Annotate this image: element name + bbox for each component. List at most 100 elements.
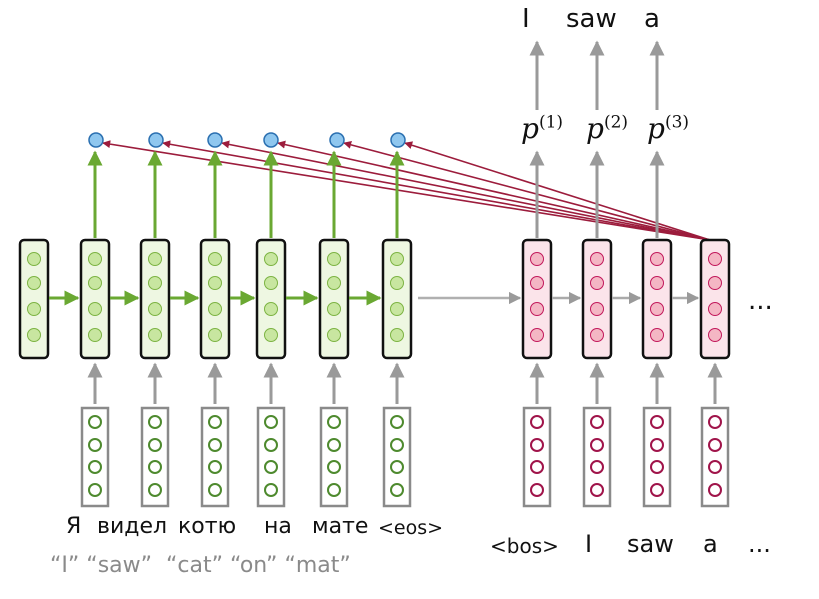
- encoder-embedding-unit-4-2: [264, 460, 278, 474]
- decoder-embedding-unit-1-1: [590, 438, 604, 452]
- encoder-state-unit-4-3: [264, 328, 278, 342]
- encoder-state-unit-5-2: [327, 302, 341, 316]
- attention-node-5: [329, 132, 345, 148]
- encoder-state-unit-4-2: [264, 302, 278, 316]
- encoder-state-unit-3-0: [208, 252, 222, 266]
- output-token-1: I: [522, 4, 530, 34]
- output-token-3: a: [644, 4, 660, 34]
- decoder-state-unit-2-2: [650, 302, 664, 316]
- attention-line-6: [404, 141, 711, 241]
- decoder-embedding-unit-3-3: [708, 483, 722, 497]
- decoder-embedding-unit-3-2: [708, 460, 722, 474]
- encoder-state-box-5: [318, 238, 350, 360]
- decoder-embedding-unit-3-0: [708, 415, 722, 429]
- decoder-state-box-0: [521, 238, 553, 360]
- encoder-state-unit-6-2: [390, 302, 404, 316]
- encoder-embedding-unit-6-1: [390, 438, 404, 452]
- encoder-embedding-unit-2-3: [148, 483, 162, 497]
- encoder-state-unit-1-0: [88, 252, 102, 266]
- encoder-embedding-unit-2-0: [148, 415, 162, 429]
- encoder-state-unit-6-3: [390, 328, 404, 342]
- encoder-state-box-4: [255, 238, 287, 360]
- attention-node-4: [263, 132, 279, 148]
- encoder-embedding-unit-3-3: [208, 483, 222, 497]
- encoder-embedding-unit-3-2: [208, 460, 222, 474]
- encoder-state-unit-0-3: [27, 328, 41, 342]
- gloss-2: “saw”: [86, 553, 153, 578]
- probability-2: p(2): [586, 112, 628, 145]
- probability-2-index: (2): [603, 112, 629, 133]
- encoder-embedding-unit-5-0: [327, 415, 341, 429]
- decoder-embedding-unit-0-2: [530, 460, 544, 474]
- gloss-3: “cat”: [166, 553, 224, 578]
- encoder-state-box-3: [199, 238, 231, 360]
- encoder-embedding-unit-2-1: [148, 438, 162, 452]
- decoder-state-box-1: [581, 238, 613, 360]
- source-token-1: Я: [66, 514, 82, 539]
- probability-2-symbol: p: [586, 112, 604, 145]
- decoder-state-box-3: [699, 238, 731, 360]
- decoder-state-unit-2-1: [650, 276, 664, 290]
- encoder-state-unit-6-0: [390, 252, 404, 266]
- decoder-embedding-unit-2-2: [650, 460, 664, 474]
- encoder-state-unit-1-2: [88, 302, 102, 316]
- decoder-state-unit-3-0: [708, 252, 722, 266]
- decoder-embedding-unit-0-3: [530, 483, 544, 497]
- encoder-state-box-2: [139, 238, 171, 360]
- encoder-state-unit-5-1: [327, 276, 341, 290]
- encoder-state-box-6: [381, 238, 413, 360]
- decoder-state-unit-1-0: [590, 252, 604, 266]
- target-input-5: ...: [748, 530, 771, 558]
- encoder-state-unit-2-3: [148, 328, 162, 342]
- attention-line-4: [277, 140, 711, 241]
- encoder-state-unit-1-1: [88, 276, 102, 290]
- attention-line-1: [102, 140, 711, 241]
- attention-node-6: [390, 132, 406, 148]
- attention-node-1: [88, 132, 104, 148]
- decoder-embedding-unit-3-1: [708, 438, 722, 452]
- decoder-embedding-unit-2-1: [650, 438, 664, 452]
- encoder-embedding-unit-2-2: [148, 460, 162, 474]
- probability-1-index: (1): [538, 112, 564, 133]
- encoder-state-unit-3-2: [208, 302, 222, 316]
- encoder-embedding-unit-3-1: [208, 438, 222, 452]
- source-gloss: “I” “saw” “cat” “on” “mat”: [50, 553, 351, 578]
- decoder-state-unit-1-3: [590, 328, 604, 342]
- encoder-state-unit-3-1: [208, 276, 222, 290]
- source-token-2: видел: [97, 514, 168, 539]
- target-input-4: a: [703, 530, 718, 558]
- encoder-state-unit-5-3: [327, 328, 341, 342]
- probability-3-index: (3): [664, 112, 690, 133]
- encoder-state-unit-1-3: [88, 328, 102, 342]
- decoder-state-unit-2-0: [650, 252, 664, 266]
- decoder-state-unit-0-0: [530, 252, 544, 266]
- encoder-embedding-unit-6-2: [390, 460, 404, 474]
- encoder-embedding-unit-6-0: [390, 415, 404, 429]
- encoder-state-unit-4-1: [264, 276, 278, 290]
- target-input-3: saw: [627, 530, 674, 558]
- decoder-state-box-2: [641, 238, 673, 360]
- attention-node-3: [207, 132, 223, 148]
- encoder-embedding-unit-5-3: [327, 483, 341, 497]
- decoder-state-unit-1-2: [590, 302, 604, 316]
- decoder-state-unit-0-2: [530, 302, 544, 316]
- decoder-embedding-unit-0-0: [530, 415, 544, 429]
- decoder-embedding-unit-1-3: [590, 483, 604, 497]
- gloss-4: “on”: [230, 553, 278, 578]
- encoder-state-unit-2-0: [148, 252, 162, 266]
- decoder-ellipsis: ...: [748, 286, 773, 316]
- decoder-embedding-unit-1-2: [590, 460, 604, 474]
- source-token-3: котю: [178, 514, 237, 539]
- encoder-embedding-unit-4-0: [264, 415, 278, 429]
- encoder-embedding-unit-4-3: [264, 483, 278, 497]
- encoder-state-unit-3-3: [208, 328, 222, 342]
- attention-line-3: [221, 140, 711, 241]
- attention-line-2: [162, 140, 711, 241]
- decoder-embedding-unit-2-3: [650, 483, 664, 497]
- encoder-state-unit-2-1: [148, 276, 162, 290]
- decoder-state-unit-1-1: [590, 276, 604, 290]
- attention-line-5: [343, 140, 711, 241]
- target-input-2: I: [585, 530, 593, 558]
